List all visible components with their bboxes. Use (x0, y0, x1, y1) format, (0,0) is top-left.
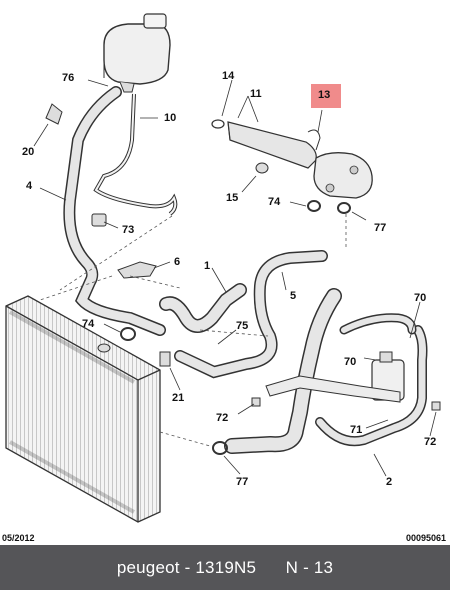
label-part-77-lower: 77 (236, 476, 249, 488)
bolt-72-a (251, 397, 261, 407)
outlet-housing-11 (211, 119, 317, 174)
hose-4 (63, 86, 166, 336)
caption-bar: peugeot - 1319N5 N - 13 (0, 545, 450, 590)
thermostat-housing (307, 129, 373, 199)
label-part-14: 14 (222, 70, 235, 82)
radiator (5, 295, 161, 523)
highlighted-part-marker (311, 84, 341, 108)
label-part-13: 13 (318, 89, 331, 101)
hose-2 (315, 313, 428, 447)
hose-center (224, 288, 342, 454)
label-part-11: 11 (250, 88, 262, 100)
label-part-4: 4 (26, 180, 33, 192)
label-part-71: 71 (350, 424, 363, 436)
label-part-74-lower: 74 (82, 318, 95, 330)
hose-5 (174, 250, 328, 379)
bolt-72-b (431, 401, 441, 411)
label-part-73: 73 (122, 224, 135, 236)
label-part-15: 15 (226, 192, 239, 204)
label-part-74-top: 74 (268, 196, 281, 208)
clamp-77-lower (212, 441, 228, 455)
label-part-70-right: 70 (414, 292, 427, 304)
clamp-74-lower (120, 327, 136, 341)
clip-73 (91, 213, 107, 227)
label-part-1: 1 (204, 260, 211, 272)
label-part-70-reservoir: 70 (344, 356, 357, 368)
label-part-72-center: 72 (216, 412, 229, 424)
clamp-74-top (307, 200, 321, 212)
caption-text: peugeot - 1319N5 N - 13 (116, 557, 334, 577)
label-part-76: 76 (62, 72, 75, 84)
expansion-tank (103, 13, 171, 93)
bracket-20 (45, 103, 63, 125)
hose-1 (159, 283, 247, 333)
label-part-6: 6 (174, 256, 181, 268)
leader-lines (33, 79, 437, 477)
footer-code: 00095061 (405, 533, 446, 543)
label-part-77-top: 77 (374, 222, 387, 234)
bracket-6 (117, 261, 157, 279)
label-part-20: 20 (22, 146, 35, 158)
label-part-21: 21 (172, 392, 185, 404)
label-part-75: 75 (236, 320, 249, 332)
support-bracket (265, 375, 401, 403)
clamp-77-top (337, 202, 351, 214)
label-part-2: 2 (386, 476, 393, 488)
label-part-10: 10 (164, 112, 177, 124)
footer-date: 05/2012 (2, 533, 35, 543)
parts-diagram (5, 13, 441, 523)
dashed-leaders (39, 214, 347, 447)
sensor-21 (159, 351, 171, 367)
label-part-72-right: 72 (424, 436, 437, 448)
pipe-10 (93, 93, 178, 216)
label-part-5: 5 (290, 290, 297, 302)
